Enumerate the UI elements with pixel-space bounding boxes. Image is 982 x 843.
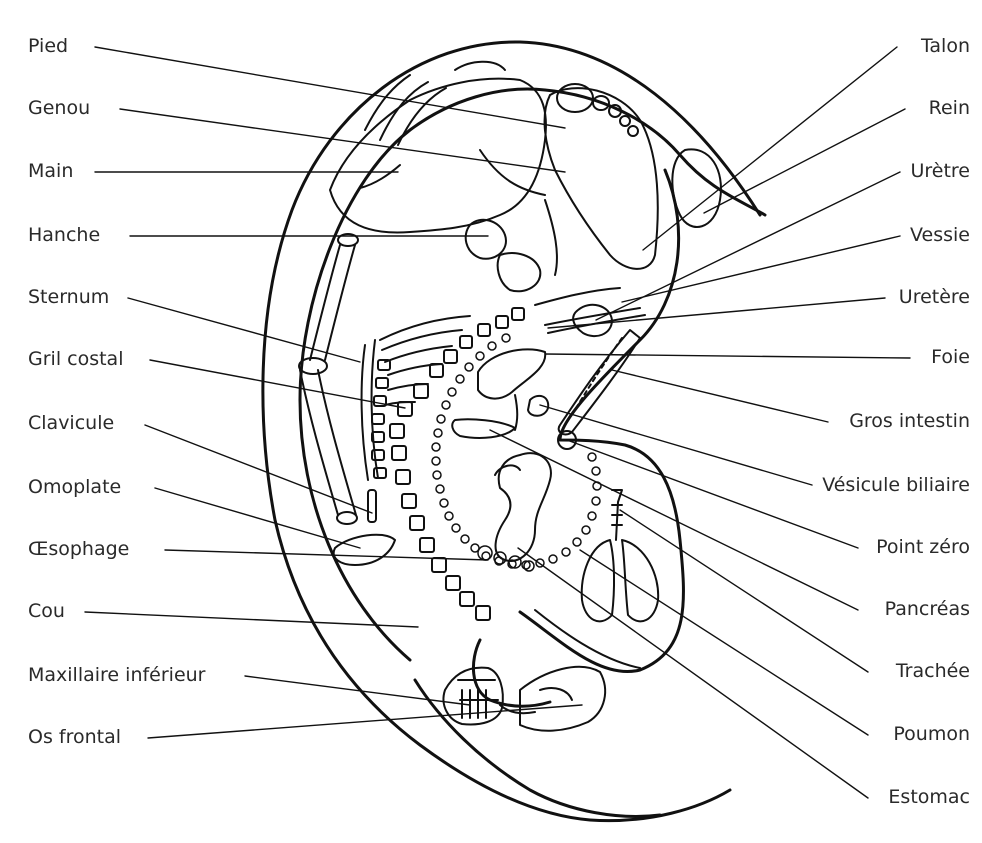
label-estomac: Estomac — [888, 786, 970, 808]
lung-left — [582, 540, 614, 621]
label-hanche: Hanche — [28, 224, 100, 246]
leader-oesophage — [165, 550, 488, 560]
vertebra-8 — [398, 402, 412, 416]
label-uretere: Uretère — [899, 286, 970, 308]
vertebra-13 — [410, 516, 424, 530]
leader-clavicule — [145, 425, 372, 513]
hip-shape — [466, 220, 506, 259]
vessie-shape — [573, 305, 612, 336]
leader-lines-left — [85, 47, 582, 738]
vertebra-14 — [420, 538, 434, 552]
label-rein: Rein — [929, 97, 970, 119]
foot-shape — [545, 88, 658, 269]
label-gros-intestin: Gros intestin — [849, 410, 970, 432]
sternum-bar — [362, 345, 368, 480]
label-genou: Genou — [28, 97, 90, 119]
leader-gros — [612, 370, 828, 422]
label-oesophage: Œsophage — [28, 538, 129, 560]
stomach-shape — [496, 453, 551, 561]
label-pancreas: Pancréas — [885, 598, 970, 620]
vertebra-10 — [392, 446, 406, 460]
leader-maxillaire — [245, 676, 470, 705]
label-talon: Talon — [921, 35, 970, 57]
leader-pancreas — [490, 430, 858, 610]
lobe-outline — [473, 640, 550, 706]
leader-foie — [545, 354, 910, 358]
vertebra-9 — [390, 424, 404, 438]
label-main: Main — [28, 160, 73, 182]
dotted-arc — [432, 334, 601, 569]
clavicle — [368, 490, 376, 522]
label-os-frontal: Os frontal — [28, 726, 121, 748]
label-uretre: Urètre — [910, 160, 970, 182]
esophagus-circles — [478, 546, 534, 571]
hand-shape — [330, 79, 546, 233]
skull — [520, 667, 605, 731]
vertebra-3 — [478, 324, 490, 336]
lobe-bottom — [415, 680, 660, 816]
rein-shape — [672, 149, 721, 227]
label-trachee: Trachée — [896, 660, 970, 682]
label-pied: Pied — [28, 35, 68, 57]
vertebra-5 — [444, 350, 457, 363]
leader-rein — [704, 109, 905, 213]
leader-frontal — [148, 705, 582, 738]
vertebra-16 — [446, 576, 460, 590]
label-sternum: Sternum — [28, 286, 109, 308]
leader-vessie — [622, 236, 900, 302]
vertebra-4 — [460, 336, 472, 348]
vertebra-1 — [512, 308, 524, 320]
label-clavicule: Clavicule — [28, 412, 114, 434]
vertebra-2 — [496, 316, 508, 328]
label-foie: Foie — [931, 346, 970, 368]
leader-uretere — [548, 298, 885, 328]
liver-shape — [478, 349, 545, 398]
vertebra-11 — [396, 470, 410, 484]
leader-estomac — [518, 548, 868, 798]
label-gril-costal: Gril costal — [28, 348, 123, 370]
pancreas-shape — [452, 419, 515, 438]
vertebra-6 — [430, 364, 443, 377]
label-maxillaire-inferieur: Maxillaire inférieur — [28, 664, 206, 686]
vertebra-15 — [432, 558, 446, 572]
vertebra-18 — [476, 606, 490, 620]
leader-sternum — [128, 298, 360, 362]
label-point-zero: Point zéro — [876, 536, 970, 558]
vertebra-7 — [414, 384, 428, 398]
label-poumon: Poumon — [893, 723, 970, 745]
leader-gril — [150, 360, 405, 408]
leader-lines-right — [490, 47, 910, 798]
label-omoplate: Omoplate — [28, 476, 121, 498]
label-vesicule-biliaire: Vésicule biliaire — [822, 474, 970, 496]
vertebra-17 — [460, 592, 474, 606]
scapula — [334, 535, 395, 565]
leader-genou — [120, 109, 565, 172]
label-vessie: Vessie — [910, 224, 970, 246]
label-cou: Cou — [28, 600, 65, 622]
vertebra-12 — [402, 494, 416, 508]
leader-talon — [643, 47, 897, 250]
